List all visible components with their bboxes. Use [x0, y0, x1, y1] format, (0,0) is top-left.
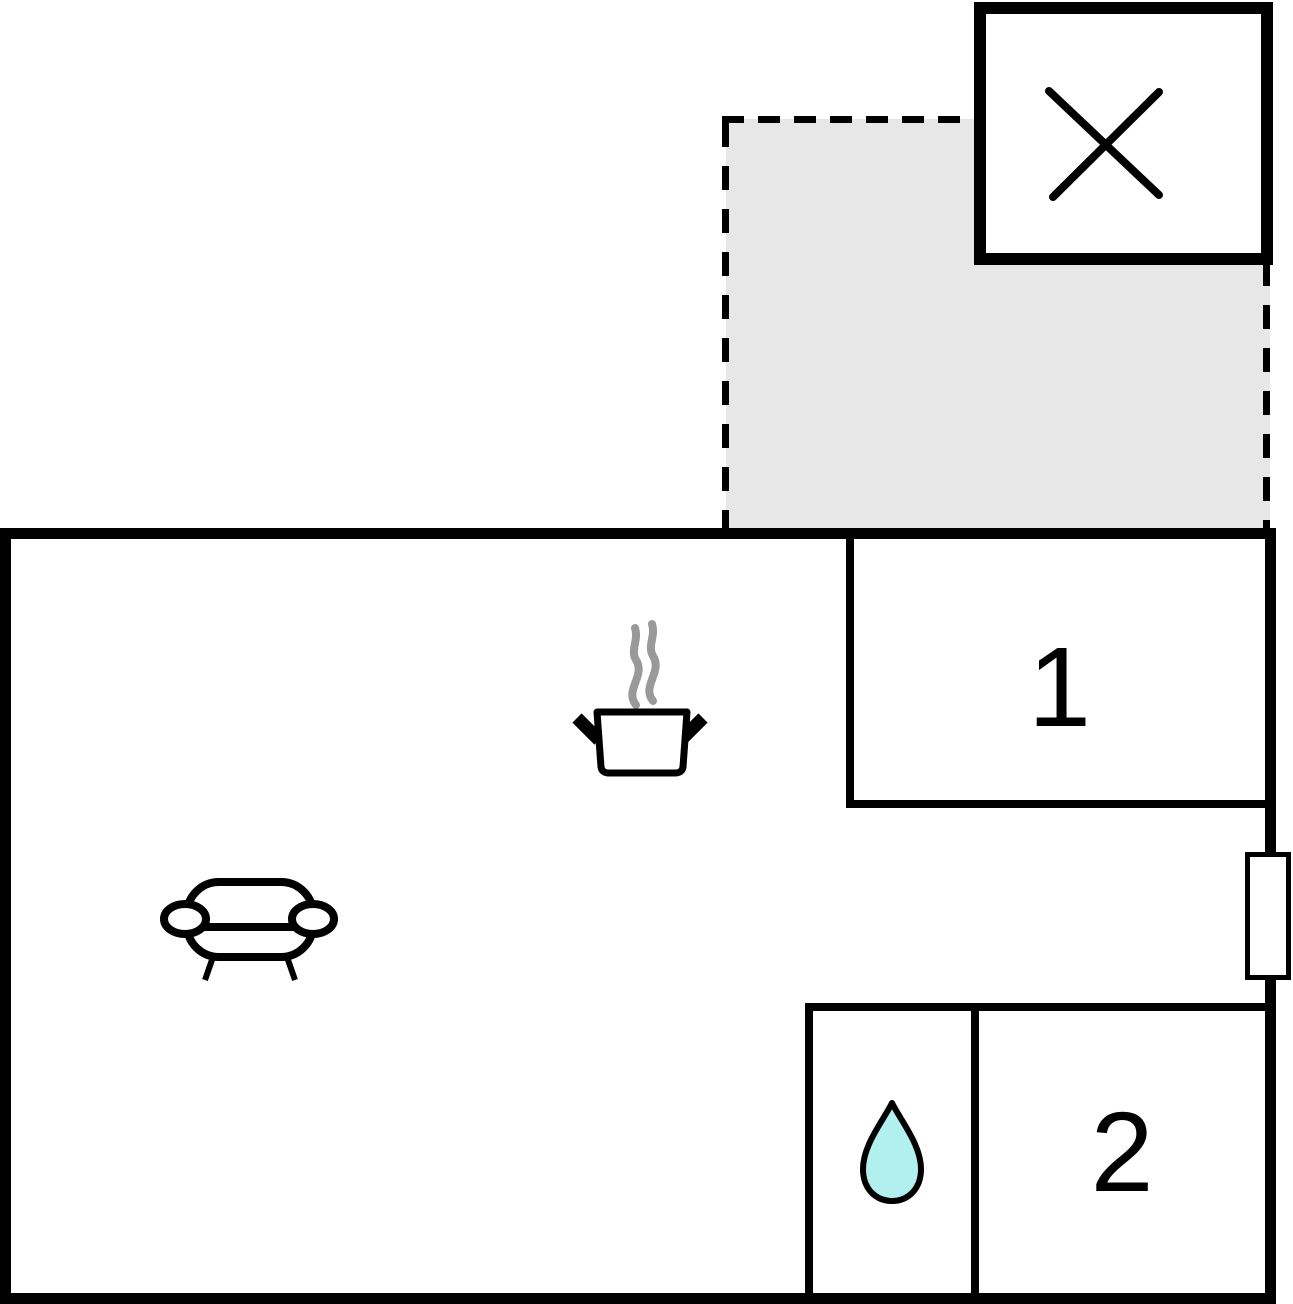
water-drop-icon [860, 1100, 924, 1204]
cooking-pot-icon [572, 620, 708, 777]
sofa-armrest-left [160, 900, 210, 938]
sofa-icon [160, 878, 338, 981]
terrace-dashed-border-top [722, 116, 978, 123]
room-1: 1 [846, 539, 1265, 808]
bathroom [805, 1003, 979, 1293]
sofa-armrest-right [288, 900, 338, 938]
steam-icon [645, 620, 660, 705]
x-mark-icon [1045, 87, 1163, 201]
sofa-leg-left [202, 956, 216, 981]
room-2-label: 2 [1090, 1088, 1154, 1215]
terrace-dashed-border-right [1263, 262, 1270, 532]
room-1-label: 1 [1028, 623, 1091, 750]
steam-icon [628, 624, 643, 709]
pot-body [593, 708, 691, 777]
terrace-dashed-border-left [722, 123, 729, 532]
sofa-leg-right [284, 956, 298, 981]
window-marker [1245, 852, 1291, 980]
room-2: 2 [979, 1003, 1265, 1293]
closed-area-box [974, 2, 1273, 265]
